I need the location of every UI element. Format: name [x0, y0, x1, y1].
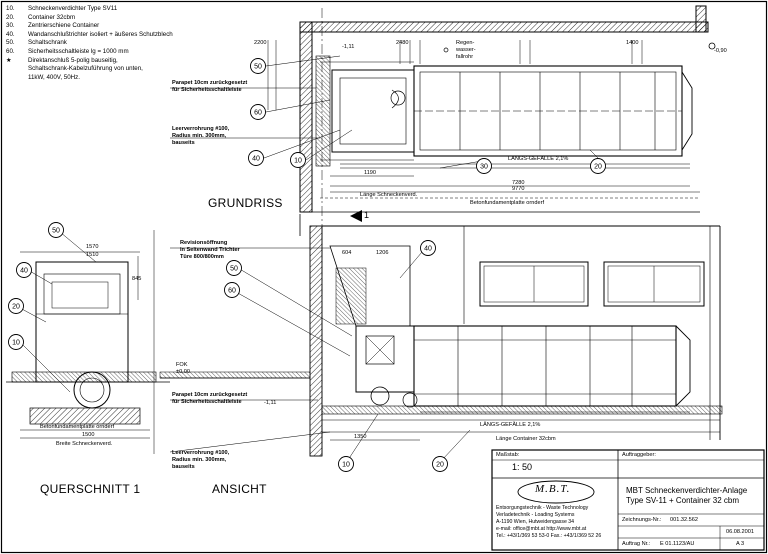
drawing-title: MBT Schneckenverdichter-Anlage Type SV-1…: [626, 486, 748, 505]
dimension-label: 1400: [626, 40, 639, 46]
regenwasser-note: Regen- wasser- fallrohr: [456, 40, 476, 60]
leerverrohrung-note: Leerverrohrung #100, Radius min. 300mm, …: [172, 126, 230, 146]
view-title-grundriss: GRUNDRISS: [208, 196, 283, 210]
drawing-number-label: Zeichnungs-Nr.:: [622, 517, 662, 523]
dimension-label: 1510: [86, 252, 99, 258]
querschnitt-view: [6, 230, 170, 454]
dimension-label: 7280: [512, 180, 525, 186]
legend-row: 20.Container 32cbm: [6, 13, 76, 21]
gefaelle-label: LÄNGS-GEFÄLLE 2,1%: [508, 156, 569, 162]
gefaelle-label: LÄNGS-GEFÄLLE 2,1%: [480, 422, 541, 428]
dimension-label: 2480: [396, 40, 409, 46]
revision-note: Revisionsöffnung in Seitenwand Trichter …: [180, 240, 240, 260]
dimension-label: 845: [132, 276, 142, 282]
company-logo: M.B.T.: [535, 483, 571, 495]
legend: 10.Schneckenverdichter Type SV11 20.Cont…: [6, 5, 173, 82]
company-address: Entsorgungstechnik - Waste Technology Ve…: [496, 505, 602, 539]
parapet-note: Parapet 10cm zurückgesetzt für Sicherhei…: [172, 80, 248, 93]
order-number-label: Auftrag Nr.:: [622, 541, 651, 547]
container-length-label: Länge Container 32cbm: [496, 436, 556, 442]
scale-label: Maßstab:: [496, 452, 520, 458]
ansicht-view: [159, 225, 723, 461]
width-label: Breite Schneckenverd.: [56, 441, 113, 447]
sv-length-label: Länge Schneckenverd.: [360, 192, 418, 198]
dimension-label: 604: [342, 250, 352, 256]
dimension-label: 1500: [82, 432, 95, 438]
view-title-querschnitt: QUERSCHNITT 1: [40, 482, 141, 496]
fok-label: FOK ±0,00: [176, 362, 190, 375]
client-label: Auftraggeber:: [622, 452, 656, 458]
legend-row: 50.Schaltschrank: [6, 39, 67, 47]
level-label: -1,11: [342, 44, 355, 50]
legend-row: 10.Schneckenverdichter Type SV11: [6, 5, 118, 12]
drawing-number: 001.32.562: [670, 517, 698, 523]
drawing-date: 06.08.2001: [726, 529, 754, 535]
section-marker: [299, 210, 362, 458]
paper-format: A 3: [736, 541, 745, 547]
dimension-label: 1206: [376, 250, 389, 256]
order-number: E 01.1123/AU: [660, 541, 695, 547]
legend-row: 60.Sicherheitsschaltleiste lg = 1000 mm: [6, 47, 129, 55]
foundation-label: Betonfundamentplatte ornderf: [470, 200, 545, 206]
parapet-note: Parapet 10cm zurückgesetzt für Sicherhei…: [172, 392, 248, 405]
legend-row: 40.Wandanschlußtrichter isoliert + äußer…: [6, 30, 173, 38]
level-label: -1,11: [264, 400, 277, 406]
scale-value: 1: 50: [512, 462, 533, 472]
section-marker-label: 1: [364, 210, 370, 220]
legend-row: 11kW, 400V, 50Hz.: [28, 73, 80, 81]
legend-row: ★Direktanschluß 5-polig bauseitig,: [6, 56, 118, 64]
foundation-label: Betonfundamentplatte ornderf: [40, 424, 115, 430]
dimension-label: 2200: [254, 40, 267, 46]
title-block-frame: [491, 449, 765, 551]
dimension-label: 1350: [354, 434, 367, 440]
legend-row: 30.Zentrierschiene Container: [6, 22, 100, 30]
dimension-label: 1190: [364, 170, 377, 176]
dimension-label: 1570: [86, 244, 99, 250]
level-label: -0,90: [714, 48, 727, 54]
leerverrohrung-note: Leerverrohrung #100, Radius min. 300mm, …: [172, 450, 230, 470]
view-title-ansicht: ANSICHT: [212, 482, 267, 496]
legend-row: Schaltschrank-Kabelzuführung von unten,: [28, 65, 143, 73]
dimension-label: 9770: [512, 186, 525, 192]
